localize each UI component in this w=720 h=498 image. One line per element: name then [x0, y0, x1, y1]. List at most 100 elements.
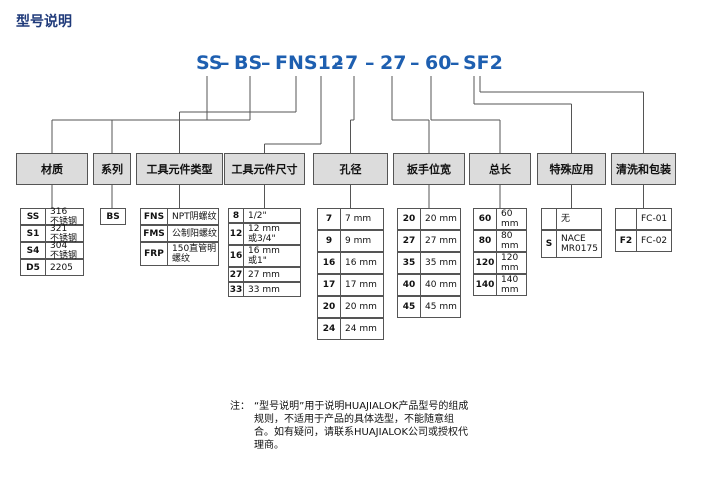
option-row: FMS 公制阳螺纹	[140, 225, 219, 242]
option-code: 27	[398, 231, 421, 251]
option-code: FMS	[141, 226, 168, 241]
column-header: 孔径	[313, 153, 388, 185]
option-code: 9	[318, 231, 341, 251]
option-code: S	[542, 231, 557, 257]
option-description: 7 mm	[345, 214, 372, 224]
page-title: 型号说明	[16, 14, 72, 30]
option-description: 140 mm	[501, 275, 519, 295]
option-code: D5	[21, 260, 46, 275]
option-description: 80 mm	[501, 231, 519, 251]
option-description: 1/2"	[248, 210, 267, 221]
option-row: 40 40 mm	[397, 274, 461, 296]
option-description: NPT阴螺纹	[172, 211, 217, 222]
option-row: 7 7 mm	[317, 208, 384, 230]
option-description: 40 mm	[425, 280, 457, 290]
option-code: 40	[398, 275, 421, 295]
option-description: 20 mm	[425, 214, 457, 224]
option-code: S1	[21, 226, 46, 241]
option-description: 9 mm	[345, 236, 372, 246]
option-description: 316 不锈钢	[50, 206, 78, 227]
option-code: 16	[318, 253, 341, 273]
option-description: 35 mm	[425, 258, 457, 268]
option-code: FRP	[141, 243, 168, 265]
option-code: 120	[474, 253, 497, 273]
option-description: 27 mm	[425, 236, 457, 246]
option-row: 9 9 mm	[317, 230, 384, 252]
code-separator: –	[410, 52, 420, 74]
option-description: 27 mm	[248, 269, 280, 280]
option-row: SS 316 不锈钢	[20, 206, 84, 227]
column-header: 材质	[16, 153, 88, 185]
column-header: 工具元件尺寸	[224, 153, 305, 185]
option-row: 20 20 mm	[397, 208, 461, 230]
option-description: 12 mm 或3/4"	[248, 224, 280, 244]
column-header: 扳手位宽	[393, 153, 465, 185]
column-header: 特殊应用	[537, 153, 606, 185]
option-description: BS	[106, 211, 120, 222]
option-description: 33 mm	[248, 284, 280, 295]
code-part: BS	[234, 52, 263, 74]
code-part: 7	[345, 52, 359, 74]
option-code: 20	[318, 297, 341, 317]
option-row: BS	[100, 208, 126, 225]
option-description: 321 不锈钢	[50, 223, 78, 244]
code-part: SS	[196, 52, 223, 74]
option-description: 16 mm 或1"	[248, 246, 280, 266]
option-description: 24 mm	[345, 324, 377, 334]
option-code	[616, 209, 637, 229]
code-separator: –	[220, 52, 230, 74]
option-code: 8	[229, 209, 244, 222]
option-code: 35	[398, 253, 421, 273]
option-code: 60	[474, 209, 497, 229]
code-separator: –	[334, 52, 344, 74]
option-description: NACE MR0175	[561, 234, 598, 254]
option-description: 公制阳螺纹	[172, 228, 218, 239]
option-description: 120 mm	[501, 253, 519, 273]
option-code: 7	[318, 209, 341, 229]
code-part: SF2	[463, 52, 503, 74]
option-description: 60 mm	[501, 209, 519, 229]
option-row: FC-01	[615, 208, 672, 230]
option-row: 8 1/2"	[228, 208, 301, 223]
option-code: S4	[21, 243, 46, 258]
code-part: 60	[425, 52, 452, 74]
option-row: S1 321 不锈钢	[20, 223, 84, 244]
option-code: 33	[229, 283, 244, 296]
option-description: FC-02	[641, 236, 668, 246]
option-code: 20	[398, 209, 421, 229]
option-row: 27 27 mm	[228, 267, 301, 282]
option-description: 150直管明 螺纹	[172, 244, 217, 264]
option-row: 17 17 mm	[317, 274, 384, 296]
option-row: 无	[541, 208, 602, 230]
column-header: 总长	[469, 153, 531, 185]
note-label: 注：	[230, 401, 250, 412]
option-code: 45	[398, 297, 421, 317]
code-separator: –	[365, 52, 375, 74]
option-row: 27 27 mm	[397, 230, 461, 252]
option-code: 27	[229, 268, 244, 281]
code-part: 27	[380, 52, 407, 74]
option-description: 无	[561, 214, 571, 224]
column-header: 系列	[93, 153, 131, 185]
option-code: 17	[318, 275, 341, 295]
option-description: 17 mm	[345, 280, 377, 290]
option-row: 33 33 mm	[228, 282, 301, 297]
option-code: FNS	[141, 209, 168, 224]
note-text: “型号说明”用于说明HUAJIALOK产品型号的组成规则，不适用于产品的具体选型…	[254, 401, 469, 451]
option-row: 35 35 mm	[397, 252, 461, 274]
column-header: 工具元件类型	[136, 153, 223, 185]
option-code: SS	[21, 209, 46, 224]
option-code: 140	[474, 275, 497, 295]
code-part: FNS12	[275, 52, 345, 74]
